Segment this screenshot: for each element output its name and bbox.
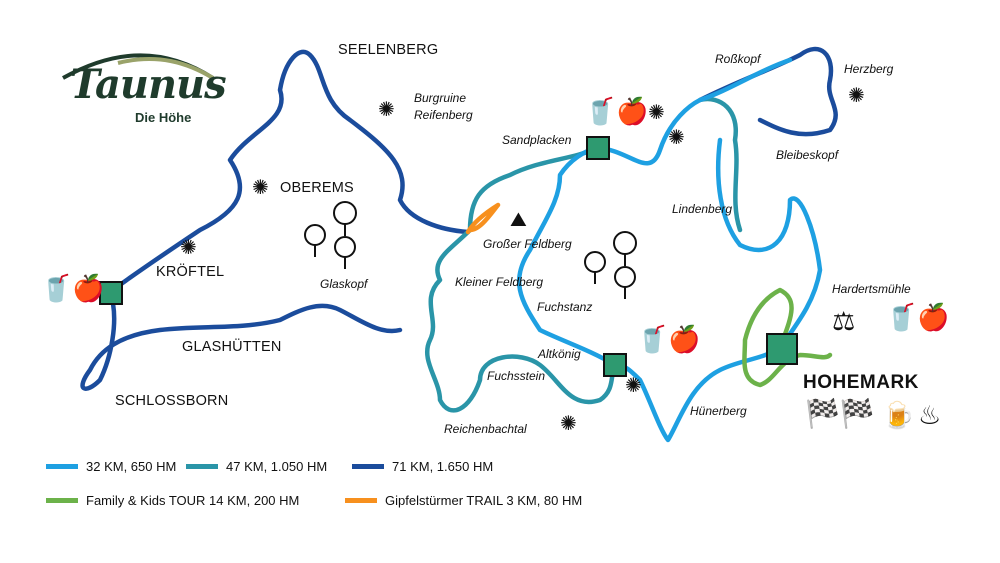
route-32km bbox=[516, 57, 823, 443]
legend-swatch bbox=[46, 464, 78, 469]
place-altkoenig: Altkönig bbox=[538, 347, 581, 361]
station-altkoenig[interactable] bbox=[603, 353, 627, 377]
legend-swatch bbox=[46, 498, 78, 503]
place-kleiner-feldberg: Kleiner Feldberg bbox=[455, 275, 544, 289]
refreshment-icon: 🥤🍎 bbox=[584, 96, 649, 126]
seesaw-icon: ⚖ bbox=[832, 306, 856, 336]
viewpoint-icon: ✺ bbox=[668, 127, 685, 149]
station-kroeftel[interactable] bbox=[99, 281, 123, 305]
logo-word: Taunus bbox=[70, 61, 227, 108]
place-glaskopf: Glaskopf bbox=[320, 277, 368, 291]
summit-icon: ⛰ bbox=[510, 209, 527, 231]
viewpoint-icon: ✺ bbox=[180, 237, 197, 259]
taunus-logo: Taunus Die Höhe bbox=[58, 48, 227, 128]
legend-item-32km: 32 KM, 650 HM bbox=[46, 459, 176, 474]
place-rosskopf: Roßkopf bbox=[715, 52, 761, 66]
place-grosser-feldberg: Großer Feldberg bbox=[483, 237, 572, 251]
viewpoint-icon: ✺ bbox=[378, 99, 395, 121]
viewpoint-icon: ✺ bbox=[560, 413, 577, 435]
station-hohemark[interactable] bbox=[766, 333, 798, 365]
logo-hill-icon bbox=[62, 53, 215, 80]
place-glashuetten: GLASHÜTTEN bbox=[182, 339, 282, 355]
viewpoint-icon: ✺ bbox=[252, 177, 269, 199]
place-reichenbachtal: Reichenbachtal bbox=[444, 422, 527, 436]
place-kroeftel: KRÖFTEL bbox=[156, 264, 225, 280]
place-hohemark: HOHEMARK bbox=[803, 372, 919, 393]
legend-label: 47 KM, 1.050 HM bbox=[226, 459, 328, 474]
legend-swatch bbox=[352, 464, 384, 469]
place-lindenberg: Lindenberg bbox=[672, 202, 733, 216]
place-fuchsstein: Fuchsstein bbox=[487, 369, 546, 383]
legend-item-71km: 71 KM, 1.650 HM bbox=[352, 459, 493, 474]
route-gipfelstuermer bbox=[465, 202, 501, 235]
grill-icon: ♨ bbox=[918, 400, 942, 430]
place-schlossborn: SCHLOSSBORN bbox=[115, 393, 229, 409]
place-sandplacken: Sandplacken bbox=[502, 133, 572, 147]
legend-item-gipfelstuermer: Gipfelstürmer TRAIL 3 KM, 80 HM bbox=[345, 493, 582, 508]
refreshment-icon: 🥤🍎 bbox=[885, 302, 950, 332]
legend-label: Gipfelstürmer TRAIL 3 KM, 80 HM bbox=[385, 493, 583, 508]
place-hardertsmuehle: Hardertsmühle bbox=[832, 282, 911, 296]
route-47km bbox=[424, 96, 743, 413]
tree-icons bbox=[304, 201, 637, 299]
refreshment-icon: 🥤🍎 bbox=[636, 324, 701, 354]
place-burgruine-2: Reifenberg bbox=[414, 108, 473, 122]
legend-label: 71 KM, 1.650 HM bbox=[392, 459, 494, 474]
viewpoint-icon: ✺ bbox=[848, 85, 865, 107]
place-oberems: OBEREMS bbox=[280, 180, 354, 196]
legend-swatch bbox=[345, 498, 377, 503]
viewpoint-icon: ✺ bbox=[625, 375, 642, 397]
viewpoint-icon: ✺ bbox=[648, 102, 665, 124]
logo-subtitle: Die Höhe bbox=[135, 110, 192, 125]
beer-icon: 🍺 bbox=[882, 400, 915, 430]
legend-item-47km: 47 KM, 1.050 HM bbox=[186, 459, 327, 474]
place-herzberg: Herzberg bbox=[844, 62, 894, 76]
finish-flags-icon: 🏁🏁 bbox=[805, 398, 875, 429]
legend-item-family: Family & Kids TOUR 14 KM, 200 HM bbox=[46, 493, 299, 508]
place-bleibeskopf: Bleibeskopf bbox=[776, 148, 839, 162]
legend-label: 32 KM, 650 HM bbox=[86, 459, 177, 474]
legend-label: Family & Kids TOUR 14 KM, 200 HM bbox=[86, 493, 300, 508]
legend-swatch bbox=[186, 464, 218, 469]
place-burgruine-1: Burgruine bbox=[414, 91, 467, 105]
route-family-kids bbox=[742, 287, 833, 388]
refreshment-icon: 🥤🍎 bbox=[40, 273, 105, 303]
place-seelenberg: SEELENBERG bbox=[338, 42, 439, 58]
station-sandplacken[interactable] bbox=[586, 136, 610, 160]
place-fuchstanz: Fuchstanz bbox=[537, 300, 593, 314]
place-huenerberg: Hünerberg bbox=[690, 404, 747, 418]
